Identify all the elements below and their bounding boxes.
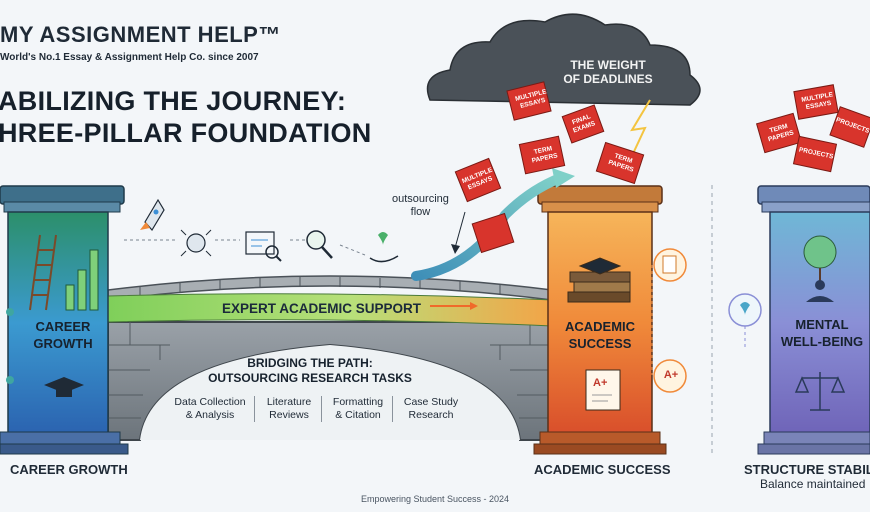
bridge-railing-posts: [139, 277, 501, 297]
brand-logo-text: MY ASSIGNMENT HELP™: [0, 22, 281, 47]
page-title-line1: ABILIZING THE JOURNEY:: [0, 86, 347, 116]
cloud-label-line2: OF DEADLINES: [563, 72, 653, 86]
pillar-career-growth: [0, 185, 129, 455]
balance-scale-icon: [794, 372, 846, 411]
rocket-icon: [140, 198, 165, 232]
grade-paper-icon: A+: [585, 369, 621, 411]
node-dot: [6, 376, 14, 384]
node-dot: [6, 308, 14, 316]
pillar-mental-wellbeing: [757, 185, 870, 455]
growth-bars-icon: [65, 249, 99, 311]
page-title-line2: HREE-PILLAR FOUNDATION: [0, 118, 372, 148]
svg-text:A+: A+: [593, 377, 607, 389]
helping-hand-heart-icon: [369, 232, 399, 263]
side-icons-middle: [651, 248, 687, 393]
deadline-storm-cloud: [426, 13, 701, 161]
circuit-chip-icon: [180, 229, 212, 257]
brand-tagline: World's No.1 Essay & Assignment Help Co.…: [0, 52, 259, 63]
bottom-sub-balance: Balance maintained: [760, 477, 866, 491]
cloud-label: THE WEIGHT OF DEADLINES: [548, 58, 668, 86]
books-icon: [567, 257, 631, 303]
bottom-label-structure: STRUCTURE STABILI: [744, 462, 870, 477]
bridge-title: BRIDGING THE PATH:OUTSOURCING RESEARCH T…: [208, 356, 412, 385]
graduation-cap-icon: [44, 377, 84, 397]
magnifier-icon: [306, 230, 333, 259]
ladder-icon: [29, 234, 57, 311]
grade-badge-text: A+: [663, 369, 679, 381]
bridge-arch-opening: [140, 345, 520, 440]
bridge-stone-texture: [108, 322, 552, 419]
process-chain-line: [124, 239, 366, 256]
cloud-label-line1: THE WEIGHT: [570, 58, 646, 72]
grade-badge-icon: [653, 359, 687, 393]
document-search-icon: [245, 231, 282, 262]
side-icons-right: [728, 293, 762, 350]
task-item: Data Collection& Analysis: [166, 396, 255, 422]
bottom-label-academic: ACADEMIC SUCCESS: [534, 462, 671, 477]
falling-red-cubes: [454, 81, 870, 254]
expert-support-label: EXPERT ACADEMIC SUPPORT: [222, 301, 422, 316]
bottom-label-career: CAREER GROWTH: [10, 462, 128, 477]
footer-text: Empowering Student Success - 2024: [360, 494, 510, 504]
pillar-academic-success: A+: [533, 185, 667, 455]
task-item: Formatting& Citation: [324, 396, 393, 422]
meditation-tree-icon: [803, 235, 837, 302]
